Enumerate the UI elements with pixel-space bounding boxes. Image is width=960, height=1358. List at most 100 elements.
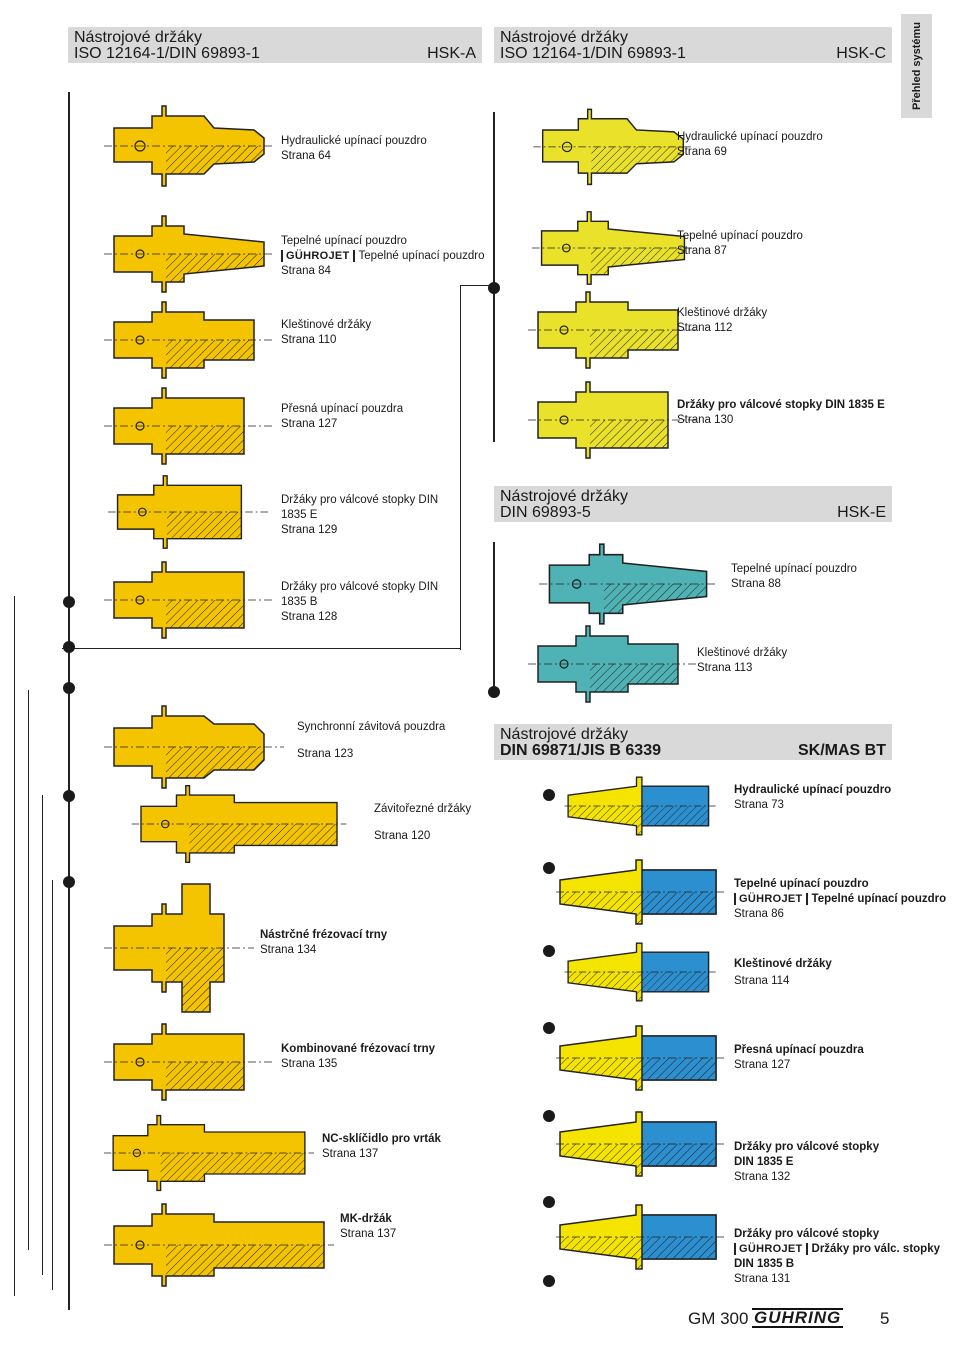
caption-page: Strana 84	[281, 265, 331, 277]
caption-title: Hydraulické upínací pouzdro	[734, 784, 892, 796]
caption-title: Držáky pro válcové stopky	[734, 1228, 880, 1240]
caption-title: NC-sklíčidlo pro vrták	[322, 1133, 441, 1145]
header-hsk-c: Nástrojové držáky ISO 12164-1/DIN 69893-…	[494, 27, 892, 63]
collet-chuck-hsk-e-drawing[interactable]	[528, 622, 698, 706]
caption-title: Přesná upínací pouzdra	[281, 403, 404, 415]
caption-title: Držáky pro válcové stopky DIN 1835 E	[734, 1141, 880, 1168]
header-title: Nástrojové držáky	[500, 726, 629, 743]
hydraulic-chuck-hsk-c-drawing[interactable]	[528, 100, 698, 190]
connector	[42, 795, 43, 1275]
hydraulic-chuck-hsk-a-drawing[interactable]	[104, 96, 274, 192]
weldon-e-hsk-a-drawing[interactable]	[104, 472, 274, 552]
header-standard: ISO 12164-1/DIN 69893-1	[74, 45, 260, 62]
morse-taper-holder-hsk-a-drawing[interactable]	[104, 1200, 334, 1290]
caption-title: Nástrčné frézovací trny	[260, 929, 388, 941]
header-sk-mas-bt: Nástrojové držáky DIN 69871/JIS B 6339 S…	[494, 724, 892, 760]
caption-page: Strana 131	[734, 1273, 791, 1285]
guhrojet-badge: GÜHROJET	[281, 250, 355, 262]
caption-title: Tepelné upínací pouzdro	[734, 878, 869, 890]
caption-title: Tepelné upínací pouzdro	[677, 230, 803, 242]
collet-chuck-sk-drawing[interactable]	[556, 936, 726, 1008]
caption-title: Kombinované frézovací trny	[281, 1043, 436, 1055]
weldon-e-hsk-c-drawing[interactable]	[528, 378, 698, 462]
connector-dot	[543, 945, 555, 957]
tapping-holder-hsk-a-drawing[interactable]	[104, 782, 374, 866]
caption-title: Držáky pro válcové stopky DIN 1835 E	[677, 399, 885, 411]
caption-alt: Tepelné upínací pouzdro	[358, 250, 485, 262]
caption-page: Strana 137	[322, 1148, 379, 1160]
combi-mill-arbor-hsk-a-drawing[interactable]	[104, 1020, 274, 1104]
shrink-chuck-sk-drawing[interactable]	[556, 852, 726, 932]
precision-chuck-hsk-a-drawing[interactable]	[104, 384, 274, 468]
caption-page: Strana 132	[734, 1171, 791, 1183]
caption-page: Strana 64	[281, 150, 331, 162]
caption-page: Strana 128	[281, 611, 338, 623]
weldon-e-sk-drawing[interactable]	[556, 1104, 726, 1184]
shrink-chuck-hsk-c-drawing[interactable]	[528, 208, 698, 288]
hsk-a-spine	[68, 92, 70, 1310]
caption-page: Strana 134	[260, 944, 317, 956]
header-hsk-a: Nástrojové držáky ISO 12164-1/DIN 69893-…	[68, 27, 482, 63]
caption-title: Závitořezné držáky	[374, 803, 472, 815]
connector	[28, 690, 29, 1250]
weldon-b-sk-drawing[interactable]	[556, 1192, 726, 1282]
caption-page: Strana 123	[297, 748, 354, 760]
hydraulic-chuck-sk-drawing[interactable]	[556, 770, 726, 842]
connector-dot	[543, 1110, 555, 1122]
precision-chuck-sk-drawing[interactable]	[556, 1018, 726, 1098]
shell-mill-arbor-hsk-a-drawing[interactable]	[104, 880, 254, 1016]
caption-title: Synchronní závitová pouzdra	[297, 721, 446, 733]
caption-weldon-e-sk[interactable]: Držáky pro válcové stopky DIN 1835 E Stra…	[734, 1140, 884, 1185]
section-side-tab[interactable]: Přehled systému	[901, 14, 932, 118]
caption-title: Tepelné upínací pouzdro	[281, 235, 407, 247]
caption-page: Strana 88	[731, 578, 781, 590]
caption-title: Přesná upínací pouzdra	[734, 1044, 864, 1056]
weldon-b-hsk-a-drawing[interactable]	[104, 558, 274, 642]
header-title: Nástrojové držáky	[500, 488, 629, 505]
caption-page: Strana 112	[677, 322, 733, 334]
header-tag: SK/MAS BT	[798, 742, 886, 759]
caption-page: Strana 110	[281, 334, 337, 346]
header-tag: HSK-A	[427, 45, 476, 62]
nc-drill-chuck-hsk-a-drawing[interactable]	[104, 1108, 314, 1198]
connector-dot	[63, 790, 75, 802]
guhrojet-badge: GÜHROJET	[734, 1243, 808, 1255]
collet-chuck-hsk-a-drawing[interactable]	[104, 298, 274, 382]
connector-dot	[63, 596, 75, 608]
hsk-e-spine	[493, 542, 495, 692]
caption-page: Strana 73	[734, 799, 784, 811]
shrink-chuck-hsk-a-drawing[interactable]	[104, 212, 274, 296]
connector-dot	[543, 1022, 555, 1034]
connector	[14, 596, 15, 1296]
synchro-tap-hsk-a-drawing[interactable]	[104, 698, 284, 794]
shrink-chuck-hsk-e-drawing[interactable]	[528, 540, 728, 628]
caption-alt: Držáky pro válc. stopky	[811, 1243, 941, 1255]
hsk-c-spine	[493, 112, 495, 442]
caption-page: Strana 129	[281, 524, 338, 536]
caption-page: Strana 114	[734, 975, 790, 987]
collet-chuck-hsk-c-drawing[interactable]	[528, 288, 698, 372]
